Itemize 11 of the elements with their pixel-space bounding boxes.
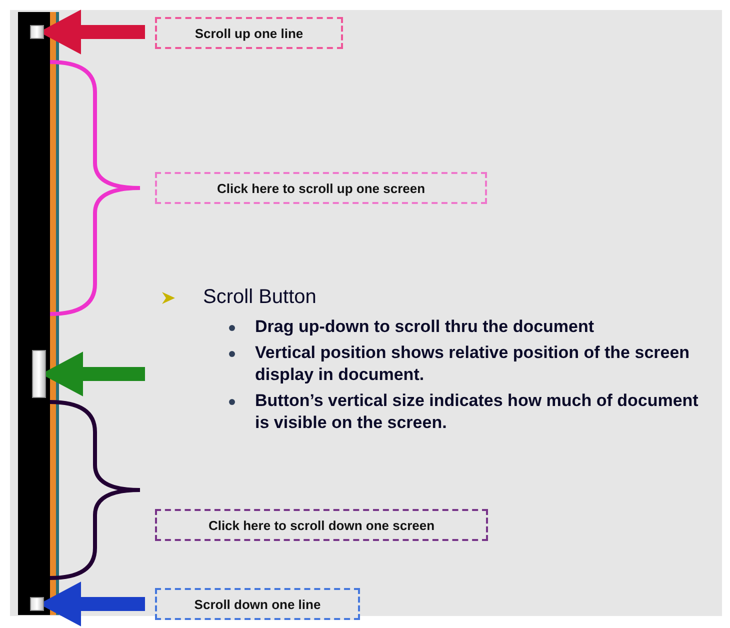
callout-box: Click here to scroll down one screen bbox=[155, 509, 488, 541]
bullet-text: Vertical position shows relative position of the screen display in document. bbox=[255, 342, 691, 386]
bullet-text: Button’s vertical size indicates how much of document is visible on the screen. bbox=[255, 390, 700, 434]
scroll-arrow-button bbox=[30, 597, 44, 611]
heading: Scroll Button bbox=[203, 286, 316, 308]
scroll-arrow-button bbox=[30, 25, 44, 39]
callout-box: Scroll up one line bbox=[155, 17, 343, 49]
bullet-text: Drag up-down to scroll thru the document bbox=[255, 316, 596, 338]
scroll-thumb bbox=[32, 350, 46, 398]
callout-box: Click here to scroll up one screen bbox=[155, 172, 487, 204]
callout-box: Scroll down one line bbox=[155, 588, 360, 620]
